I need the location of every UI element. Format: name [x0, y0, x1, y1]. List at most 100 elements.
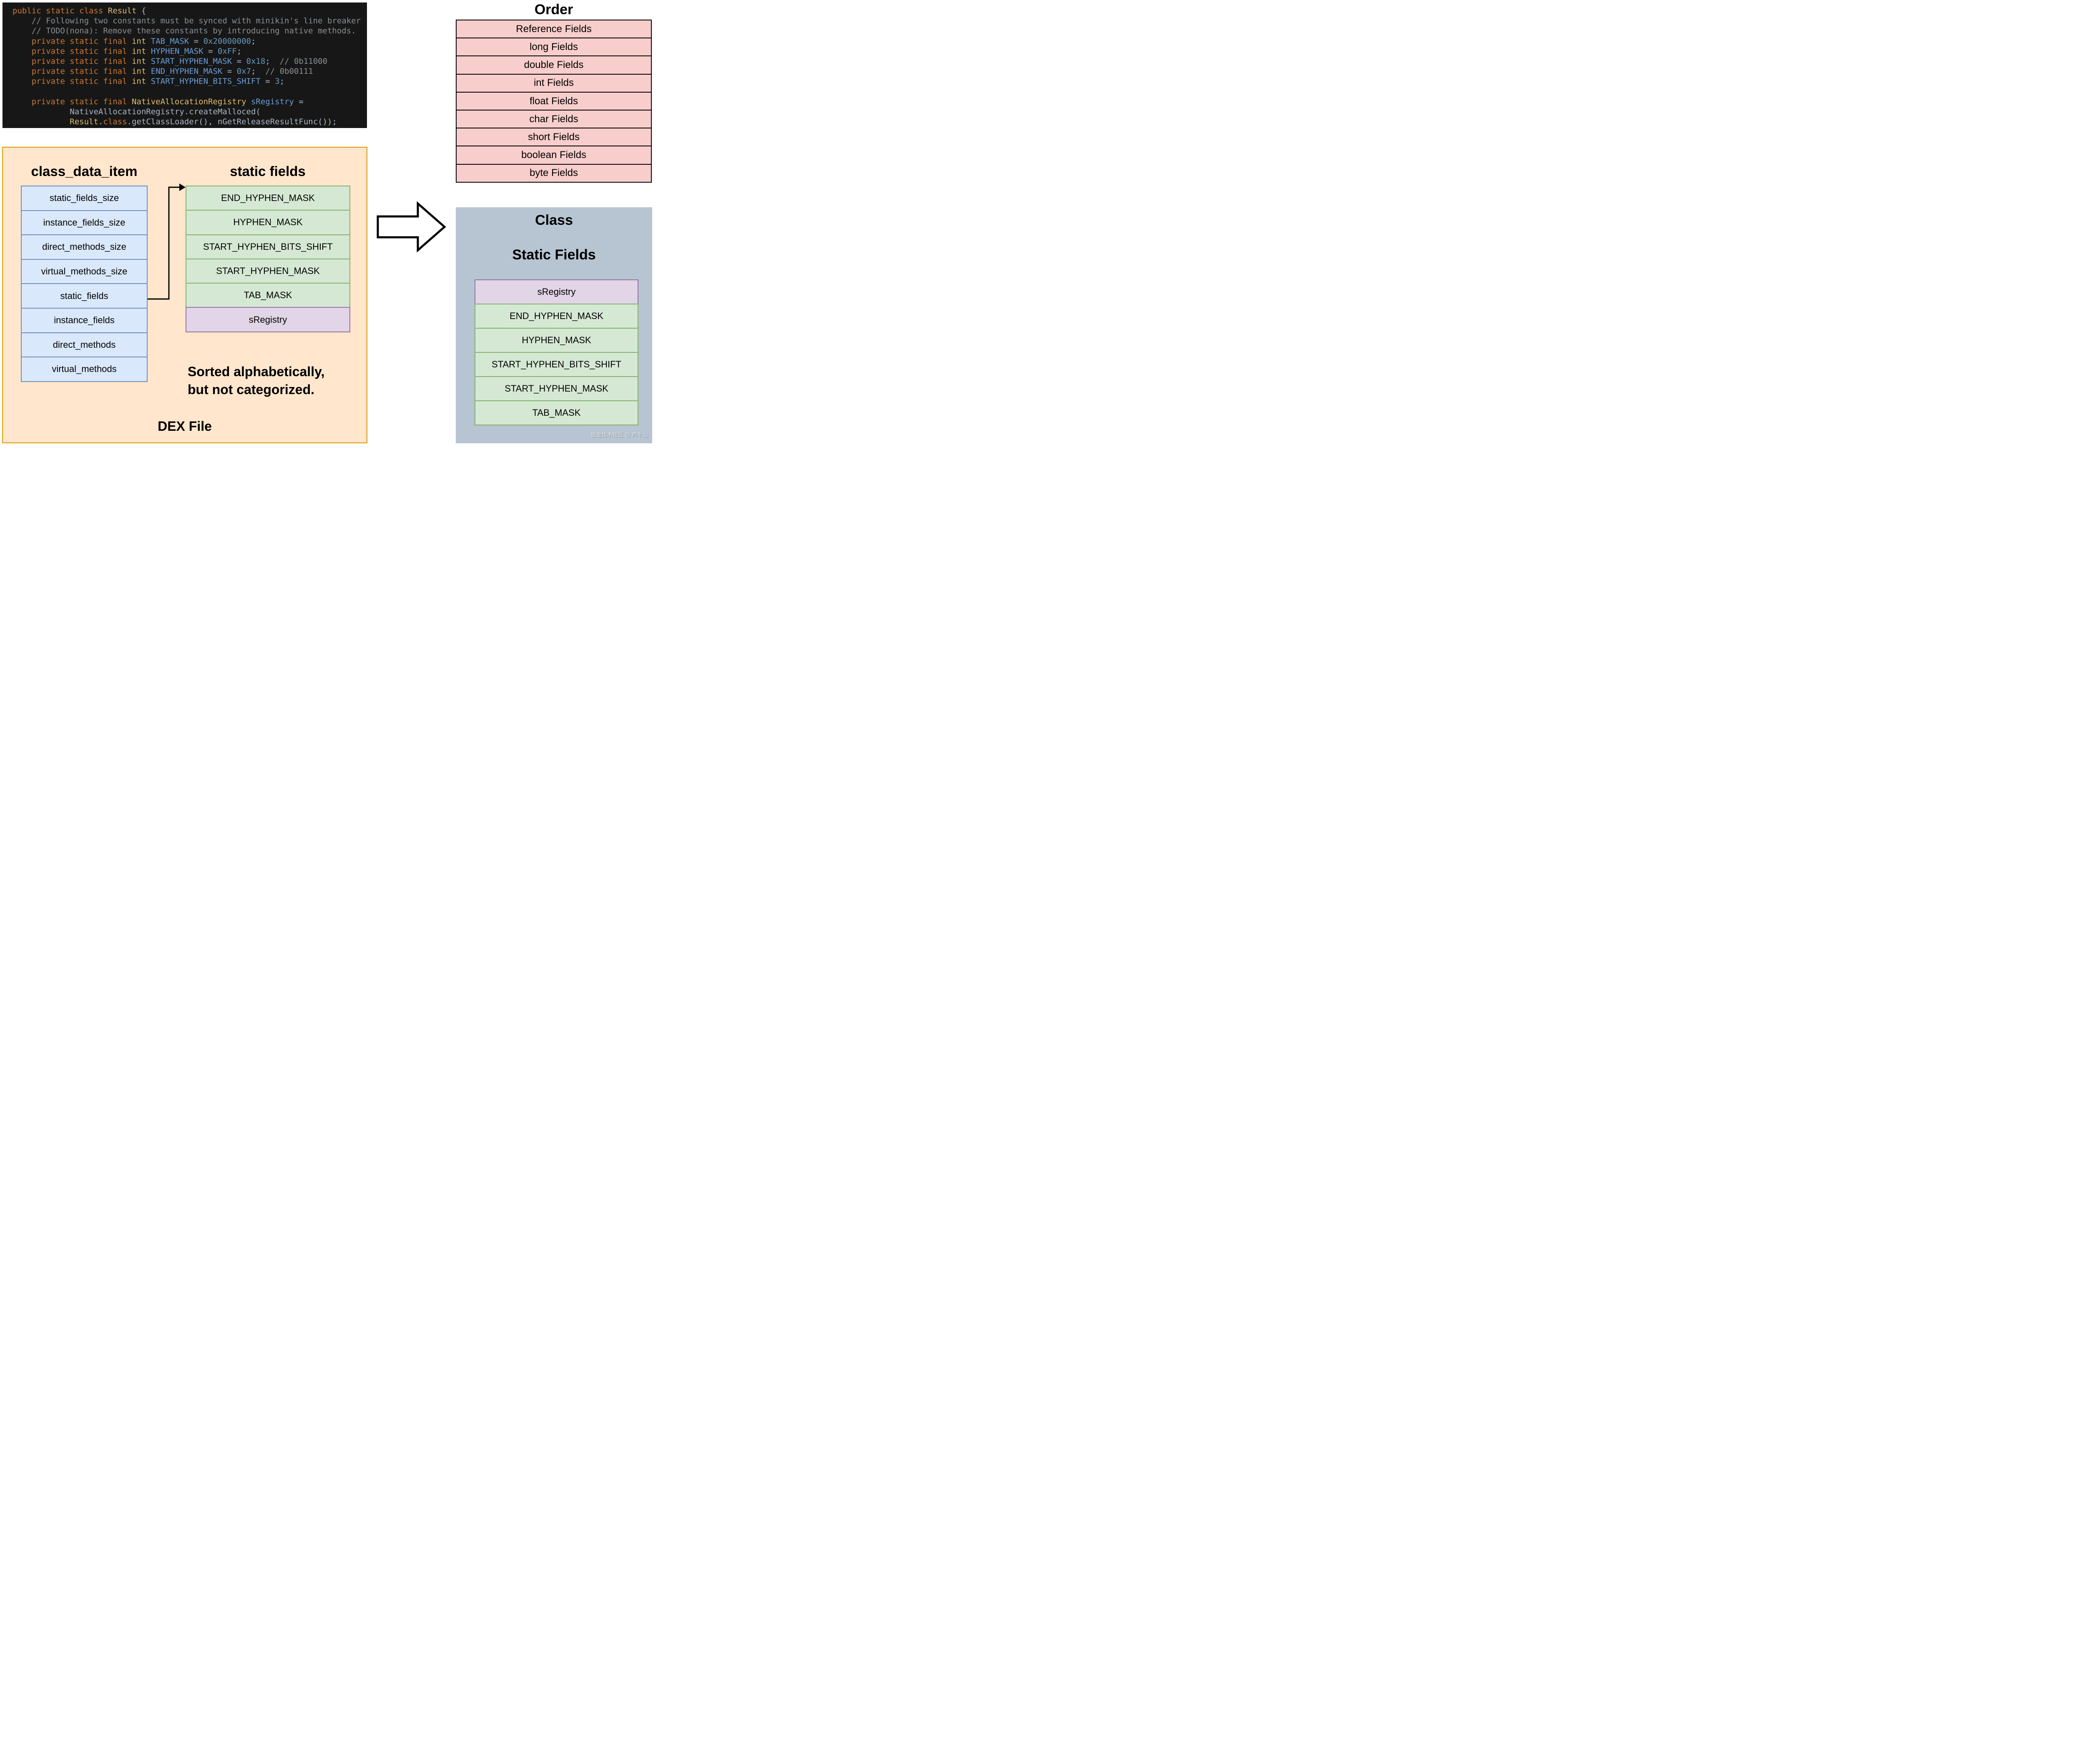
code-token-t: int	[131, 77, 151, 86]
code-token-n: 0xFF	[217, 46, 237, 56]
class-static-field-row: START_HYPHEN_BITS_SHIFT	[475, 352, 638, 377]
code-token-p: NativeAllocationRegistry.createMalloced(	[13, 107, 261, 117]
code-token-f: END_HYPHEN_MASK	[151, 67, 223, 76]
code-token-p: {	[136, 6, 146, 15]
code-token-p: .	[98, 117, 103, 127]
code-token-p: ;	[236, 46, 242, 56]
code-token-f: START_HYPHEN_BITS_SHIFT	[151, 77, 261, 86]
code-token-t: int	[131, 57, 151, 66]
code-token-c: // 0b00111	[265, 67, 313, 76]
code-token-p: =	[222, 67, 237, 76]
code-token-p	[13, 77, 32, 86]
code-token-f: sRegistry	[251, 97, 294, 106]
class-panel-subtitle: Static Fields	[512, 247, 596, 263]
mapping-arrow-icon	[377, 201, 446, 252]
class-static-field-row: HYPHEN_MASK	[475, 328, 638, 353]
code-token-t: int	[131, 67, 151, 76]
code-token-f: HYPHEN_MASK	[151, 46, 203, 56]
code-token-p: ;	[265, 57, 280, 66]
class-data-item-row: static_fields_size	[21, 186, 148, 211]
order-row: float Fields	[456, 91, 652, 111]
code-line: // TODO(nona): Remove these constants by…	[13, 26, 367, 36]
static-field-row: TAB_MASK	[186, 283, 350, 308]
class-data-item-row: static_fields	[21, 283, 148, 309]
code-line: // Following two constants must be synce…	[13, 16, 367, 26]
code-token-n: 3	[275, 77, 280, 86]
class-data-item-row: virtual_methods_size	[21, 259, 148, 284]
code-token-n: 0x20000000	[203, 36, 251, 46]
code-token-p: =	[260, 77, 275, 86]
sorting-note-line2: but not categorized.	[188, 382, 314, 397]
code-editor-snippet: public static class Result { // Followin…	[3, 3, 367, 128]
code-token-p: .getClassLoader(), nGetReleaseResultFunc…	[127, 117, 337, 127]
code-line: private static final int END_HYPHEN_MASK…	[13, 66, 367, 76]
class-static-field-row: START_HYPHEN_MASK	[475, 376, 638, 401]
class-panel-title: Class	[535, 212, 573, 228]
order-row: char Fields	[456, 109, 652, 129]
code-token-t: int	[131, 36, 151, 46]
code-token-p	[13, 57, 32, 66]
code-token-f: TAB_MASK	[151, 36, 189, 46]
code-token-p: =	[232, 57, 246, 66]
code-token-p: =	[294, 97, 304, 106]
code-token-p: ;	[251, 36, 256, 46]
code-token-p: =	[189, 36, 203, 46]
code-line: Result.class.getClassLoader(), nGetRelea…	[13, 117, 367, 127]
code-line: private static final int START_HYPHEN_BI…	[13, 76, 367, 86]
class-data-item-title: class_data_item	[31, 163, 138, 179]
static-field-row: START_HYPHEN_MASK	[186, 258, 350, 284]
code-token-p	[13, 67, 32, 76]
code-line: private static final int START_HYPHEN_MA…	[13, 56, 367, 66]
code-token-n: 0x18	[246, 57, 266, 66]
code-token-p	[13, 37, 32, 46]
class-data-item-row: instance_fields_size	[21, 210, 148, 236]
code-token-t: NativeAllocationRegistry	[131, 97, 251, 106]
code-token-k: private static final	[31, 77, 132, 86]
order-row: short Fields	[456, 128, 652, 147]
code-token-p: ;	[279, 77, 285, 86]
watermark-text: 掘金技术社区 @ 芦半山	[590, 432, 648, 438]
dex-file-panel: class_data_item static fields static_fie…	[2, 147, 367, 443]
static-field-row: START_HYPHEN_BITS_SHIFT	[186, 234, 350, 259]
static-field-row: END_HYPHEN_MASK	[186, 186, 350, 211]
code-token-k: private static final	[31, 36, 132, 46]
code-token-k: private static final	[31, 67, 132, 76]
code-token-t: Result	[70, 117, 98, 127]
code-token-k: class	[103, 117, 127, 127]
code-token-p: ;	[251, 67, 266, 76]
code-token-k: private static final	[31, 57, 132, 66]
static-field-row: HYPHEN_MASK	[186, 210, 350, 235]
order-row: boolean Fields	[456, 146, 652, 165]
dex-file-label: DEX File	[158, 419, 212, 434]
class-static-field-row: END_HYPHEN_MASK	[475, 304, 638, 329]
code-token-c: // 0b11000	[279, 57, 328, 66]
code-token-k: private static final	[31, 97, 132, 106]
code-token-p	[13, 117, 70, 126]
class-static-field-row: TAB_MASK	[475, 400, 638, 425]
class-data-item-row: instance_fields	[21, 307, 148, 333]
code-token-p	[13, 47, 32, 56]
code-token-p: =	[203, 46, 218, 56]
class-static-field-row: sRegistry	[475, 279, 638, 304]
order-row: double Fields	[456, 55, 652, 75]
code-token-n: 0x7	[236, 67, 251, 76]
order-title: Order	[534, 2, 573, 18]
code-line: private static final NativeAllocationReg…	[13, 97, 367, 107]
code-token-k: private static final	[31, 46, 132, 56]
code-line: private static final int TAB_MASK = 0x20…	[13, 36, 367, 46]
order-row: long Fields	[456, 38, 652, 57]
code-token-t: int	[131, 46, 151, 56]
code-token-f: START_HYPHEN_MASK	[151, 57, 232, 66]
order-row: int Fields	[456, 73, 652, 93]
code-line: NativeAllocationRegistry.createMalloced(	[13, 107, 367, 117]
class-data-item-row: direct_methods	[21, 332, 148, 358]
sorting-note: Sorted alphabetically, but not categoriz…	[188, 363, 324, 399]
code-token-k: public static class	[13, 6, 108, 15]
static-fields-title: static fields	[230, 163, 306, 179]
code-token-p	[13, 97, 32, 106]
class-data-item-row: direct_methods_size	[21, 234, 148, 260]
